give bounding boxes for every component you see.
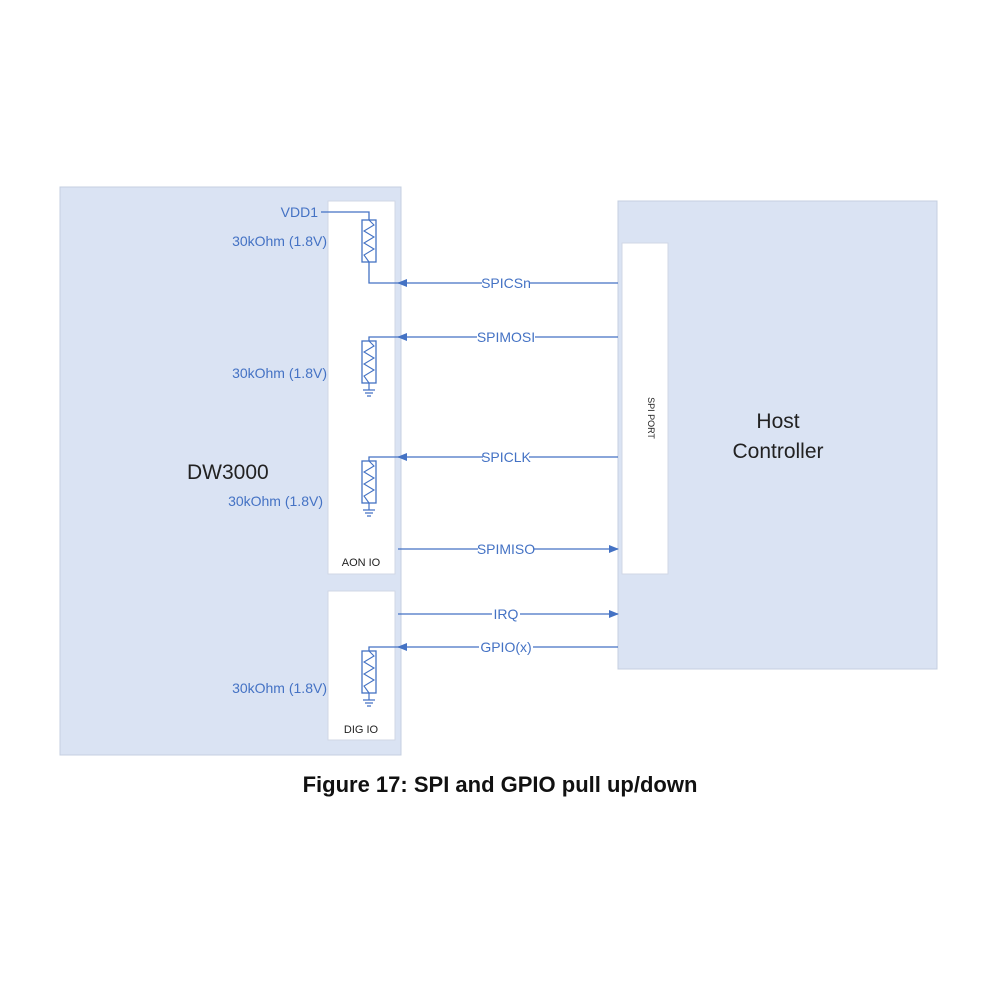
signal-label-irq: IRQ bbox=[494, 606, 519, 622]
figure-caption: Figure 17: SPI and GPIO pull up/down bbox=[302, 772, 698, 797]
signal-label-gpio-group: GPIO(x) bbox=[479, 639, 533, 655]
signal-label-spimosi: SPIMOSI bbox=[477, 329, 535, 345]
host-label-line1: Host bbox=[756, 410, 799, 433]
signal-label-spiclk-group: SPICLK bbox=[481, 449, 532, 465]
signal-label-gpio: GPIO(x) bbox=[480, 639, 531, 655]
resistor-spiclk bbox=[361, 456, 400, 517]
resistor-spimosi bbox=[361, 336, 400, 397]
spicsn-pullup-wire bbox=[368, 262, 400, 284]
signal-label-spimiso: SPIMISO bbox=[477, 541, 535, 557]
signal-label-spicsn-group: SPICSn bbox=[481, 275, 531, 291]
resistor-label-3: 30kOhm (1.8V) bbox=[228, 493, 323, 509]
signal-label-spicsn: SPICSn bbox=[481, 275, 531, 291]
resistor-label-2: 30kOhm (1.8V) bbox=[232, 365, 327, 381]
aon-io-box bbox=[327, 200, 396, 575]
host-label-line2: Controller bbox=[732, 440, 823, 463]
vdd1-label: VDD1 bbox=[281, 204, 319, 220]
resistor-gpio bbox=[361, 646, 400, 707]
resistor-label-1: 30kOhm (1.8V) bbox=[232, 233, 327, 249]
resistor-label-4: 30kOhm (1.8V) bbox=[232, 680, 327, 696]
host-controller-block bbox=[617, 200, 938, 670]
signal-label-spimosi-group: SPIMOSI bbox=[477, 329, 535, 345]
dw3000-label: DW3000 bbox=[187, 461, 269, 484]
vdd1-wire bbox=[321, 211, 370, 220]
signal-label-spiclk: SPICLK bbox=[481, 449, 531, 465]
spi-port-label: SPI PORT bbox=[646, 397, 656, 439]
signal-label-spimiso-group: SPIMISO bbox=[477, 541, 535, 557]
signal-label-irq-group: IRQ bbox=[492, 606, 520, 622]
aon-io-label: AON IO bbox=[342, 557, 381, 569]
dig-io-label: DIG IO bbox=[344, 724, 379, 736]
spi-port-box bbox=[621, 242, 669, 575]
